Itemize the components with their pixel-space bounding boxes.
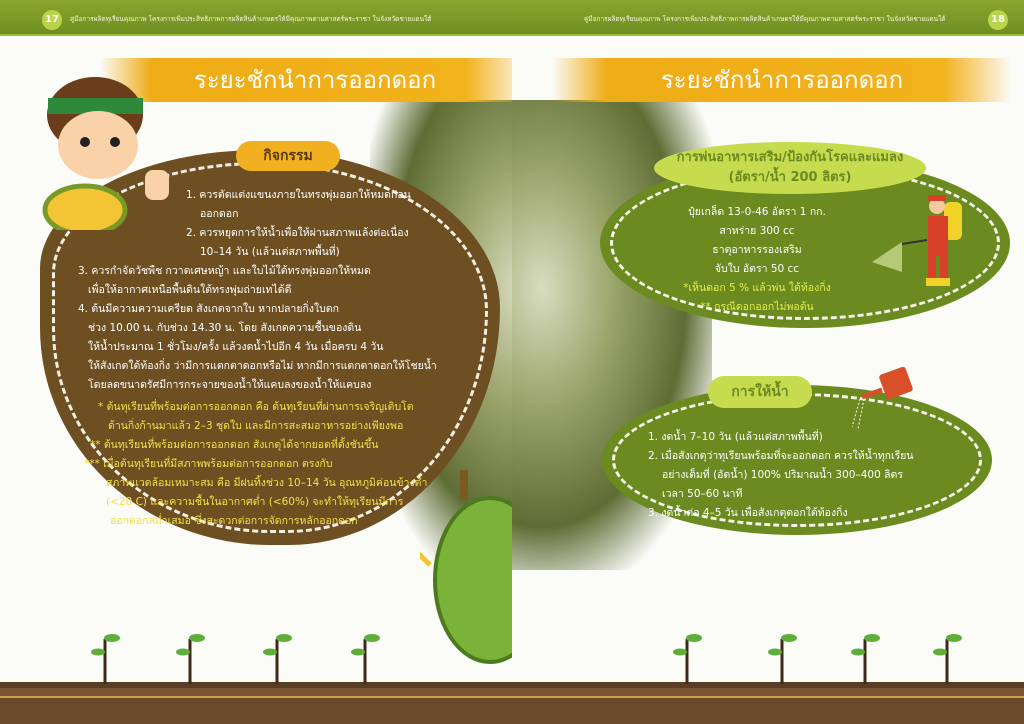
spray-note: *เห็นดอก 5 % แล้วพ่น ใต้ท้องกิ่ง [683,282,831,294]
farmer-boy-mascot-icon [42,77,169,230]
watering-line: เวลา 50–60 นาที [662,488,743,500]
activity-line: ออกดอก [200,208,239,220]
sprout-icon [263,634,292,684]
page-header: 17 คู่มือการผลิตทุเรียนคุณภาพ โครงการเพิ… [0,0,512,36]
activity-line: 2. ควรหยุดการให้น้ำเพื่อให้ผ่านสภาพแล้งต… [186,227,409,239]
sprout-icon [91,634,120,684]
sprout-icon [933,634,962,684]
sprout-icon [176,634,205,684]
activity-line: 3. ควรกำจัดวัชพืช กวาดเศษหญ้า และใบไม้ใต… [78,265,371,277]
note-line: สภาพแวดล้อมเหมาะสม คือ มีฝนทิ้งช่วง 10–1… [106,477,428,489]
watering-can-icon [852,366,913,430]
page-header: คู่มือการผลิตทุเรียนคุณภาพ โครงการเพิ่มป… [512,0,1024,36]
right-page: คู่มือการผลิตทุเรียนคุณภาพ โครงการเพิ่มป… [512,0,1024,724]
page-title: ระยะชักนำการออกดอก [100,58,512,102]
running-title: คู่มือการผลิตทุเรียนคุณภาพ โครงการเพิ่มป… [70,15,432,23]
sprout-icon [673,634,702,684]
watering-line: 3. งดน้ำต่อ 4–5 วัน เพื่อสังเกตุดอกใต้ท้… [648,507,848,519]
sprayer-farmer-icon [872,195,962,286]
note-line: *** เมื่อต้นทุเรียนที่มีสภาพพร้อมต่อการอ… [84,458,333,470]
activity-line: 1. ควรตัดแต่งแขนงภายในทรงพุ่มออกให้หมดก่… [186,189,411,201]
spray-line: ปุ๋ยเกล็ด 13-0-46 อัตรา 1 กก. [688,206,826,218]
section-label: กิจกรรม [236,141,340,171]
note-line: ออกดอกสม่ำเสมอ ซึ่งสะดวกต่อการจัดการหลัก… [110,515,358,527]
watering-line: 2. เมื่อสังเกตุว่าทุเรียนพร้อมที่จะออกดอ… [648,450,914,462]
ground-strip [512,682,1024,724]
sprout-icon [768,634,797,684]
running-title: คู่มือการผลิตทุเรียนคุณภาพ โครงการเพิ่มป… [584,15,946,23]
watering-line: อย่างเต็มที่ (อัดน้ำ) 100% ปริมาณน้ำ 300… [662,469,903,481]
sprout-icon [351,634,380,684]
spray-line: สาหร่าย 300 cc [719,225,795,237]
left-page: 17 คู่มือการผลิตทุเรียนคุณภาพ โครงการเพิ… [0,0,512,724]
note-line: * ต้นทุเรียนที่พร้อมต่อการออกดอก คือ ต้น… [98,401,414,413]
spray-heading: การพ่นอาหารเสริม/ป้องกันโรคและแมลง (อัตร… [654,142,926,194]
page-number: 17 [42,10,62,30]
activity-line: ช่วง 10.00 น. กับช่วง 14.30 น. โดย สังเก… [88,322,362,334]
spray-heading-line: (อัตรา/น้ำ 200 ลิตร) [728,170,852,185]
activity-line: 10–14 วัน (แล้วแต่สภาพพื้นที่) [200,246,340,258]
spray-line: ธาตุอาหารรองเสริม [712,244,802,256]
note-line: (<20 C) และความชื้นในอากาศต่ำ (<60%) จะท… [106,496,404,508]
activity-line: ให้สังเกตใต้ท้องกิ่ง ว่ามีการแตกตาดอกหรื… [88,360,437,372]
activity-line: 4. ต้นมีความความเครียด สังเกตจากใบ หากปล… [78,303,339,315]
ground-strip [0,682,512,724]
activity-line: ให้น้ำประมาณ 1 ชั่วโมง/ครั้ง แล้วงดน้ำไป… [88,341,384,353]
note-line: ด้านกิ่งก้านมาแล้ว 2–3 ชุดใบ และมีการสะส… [108,420,404,432]
sprout-icon [851,634,880,684]
page-number: 18 [988,10,1008,30]
spray-note: ** กรณีดอกออกไม่พอต้น [700,301,814,313]
watering-heading: การให้น้ำ [708,376,812,408]
spray-line: จับใบ อัตรา 50 cc [714,263,800,275]
activity-line: โดยลดขนาดรัศมีการกระจายของน้ำให้แคบลงของ… [88,379,372,391]
page-title: ระยะชักนำการออกดอก [552,58,1012,102]
note-line: ** ต้นทุเรียนที่พร้อมต่อการออกดอก สังเกต… [90,439,379,451]
durian-mascot-icon [420,470,512,664]
spray-heading-line: การพ่นอาหารเสริม/ป้องกันโรคและแมลง [676,150,904,165]
activity-line: เพื่อให้อากาศเหนือพื้นดินใต้ทรงพุ่มถ่ายเ… [88,284,292,296]
watering-line: 1. งดน้ำ 7–10 วัน (แล้วแต่สภาพพื้นที่) [648,431,823,443]
